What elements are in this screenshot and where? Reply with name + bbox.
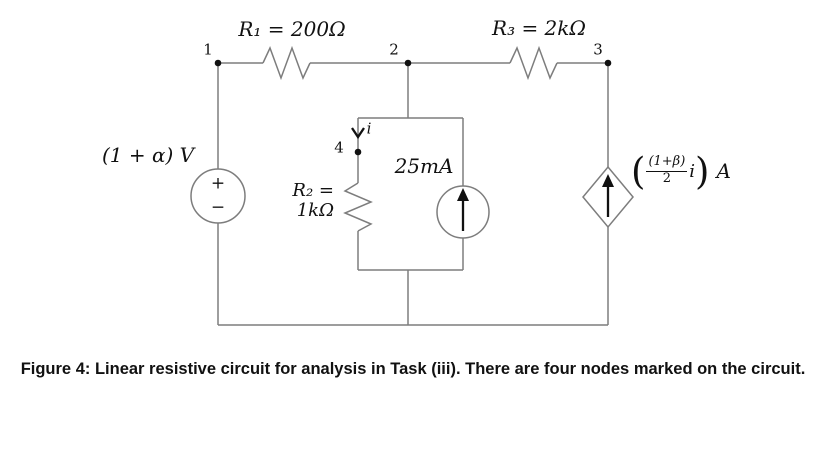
voltage-source-plus-sign: + [210,173,226,194]
voltage-source-branch [190,63,246,325]
top-wire [218,45,608,81]
dependent-source-close-paren: ) [695,149,710,193]
node3-label: 3 [593,40,603,59]
voltage-source-minus-sign: − [210,197,226,218]
dependent-source-denominator: 2 [662,171,671,186]
resistor-r1-zigzag [262,45,311,81]
node2-dot [404,59,412,67]
node1-dot [214,59,222,67]
node2-label: 2 [389,40,399,59]
dependent-source-label: ( (1+β) 2 i ) A [631,149,731,193]
node4-dot [354,148,362,156]
dependent-source-fraction: (1+β) 2 [646,154,688,187]
dependent-source-multiplier: i [689,160,696,182]
branch-current-label: i [366,119,372,138]
current-source-label: 25mA [394,154,454,178]
r2-label: R₂ = 1kΩ [292,181,334,221]
r3-label: R₃ = 2kΩ [492,16,586,40]
current-source-arrow-head [457,188,469,201]
node1-label: 1 [203,40,213,59]
node-dots [214,59,612,156]
resistor-r2-zigzag [343,182,373,232]
middle-branch [343,63,490,325]
dependent-source-branch [582,63,634,325]
figure-caption: Figure 4: Linear resistive circuit for a… [20,360,806,378]
dependent-source-numerator: (1+β) [646,154,688,172]
dependent-source-open-paren: ( [631,149,646,193]
r2-label-line2: 1kΩ [296,199,334,221]
dependent-source-unit: A [716,159,731,183]
r2-label-line1: R₂ = [292,180,334,201]
voltage-source-label: (1 + α) V [101,143,195,167]
node3-dot [604,59,612,67]
branch-current-arrow-icon [351,127,365,140]
r1-label: R₁ = 200Ω [238,17,346,41]
dependent-source-arrow-head [602,174,614,187]
node4-label: 4 [334,138,344,157]
resistor-r3-zigzag [509,45,558,81]
